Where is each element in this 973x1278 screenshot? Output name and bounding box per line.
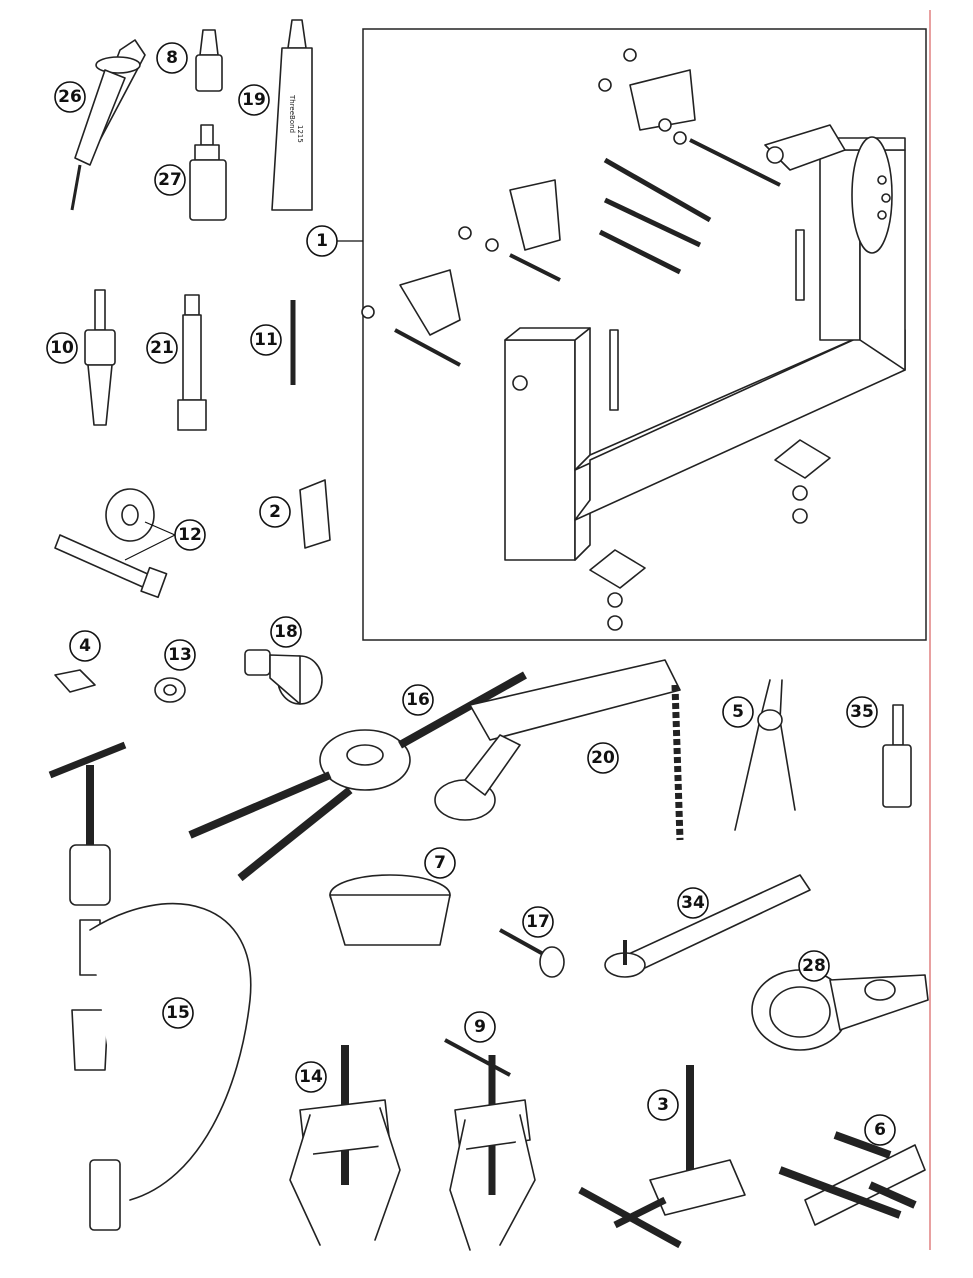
callout-20: 20 bbox=[587, 742, 619, 774]
bearing-puller-bar bbox=[778, 1131, 926, 1226]
svg-text:14: 14 bbox=[299, 1067, 323, 1087]
callout-6: 6 bbox=[864, 1114, 896, 1146]
svg-text:12: 12 bbox=[178, 525, 202, 545]
callout-12: 12 bbox=[174, 519, 206, 551]
nut-socket bbox=[154, 677, 186, 703]
flywheel-socket bbox=[244, 649, 323, 705]
callout-9: 9 bbox=[464, 1011, 496, 1043]
svg-text:27: 27 bbox=[158, 170, 182, 190]
short-pin-tool bbox=[882, 704, 912, 808]
svg-text:21: 21 bbox=[150, 338, 174, 358]
svg-text:9: 9 bbox=[474, 1017, 486, 1037]
callout-17: 17 bbox=[522, 906, 554, 938]
callout-11: 11 bbox=[250, 324, 282, 356]
svg-text:16: 16 bbox=[406, 690, 430, 710]
small-bracket bbox=[299, 479, 331, 549]
tube-code-text: 1215 bbox=[296, 125, 304, 143]
svg-text:3: 3 bbox=[657, 1095, 669, 1115]
svg-text:17: 17 bbox=[526, 912, 550, 932]
adhesive-bottle bbox=[189, 124, 227, 221]
callout-2: 2 bbox=[259, 496, 291, 528]
callout-14: 14 bbox=[295, 1061, 327, 1093]
three-jaw-puller-small bbox=[289, 1045, 401, 1246]
engine-stand-frame bbox=[362, 28, 927, 641]
callouts: 26 8 19 27 1 10 21 11 12 2 4 13 18 16 20… bbox=[46, 42, 896, 1146]
cone-sleeve bbox=[54, 669, 96, 693]
svg-text:20: 20 bbox=[591, 748, 615, 768]
callout-18: 18 bbox=[270, 616, 302, 648]
callout-28: 28 bbox=[798, 950, 830, 982]
sealant-bottle bbox=[195, 29, 223, 92]
svg-text:7: 7 bbox=[434, 853, 446, 873]
callout-26: 26 bbox=[54, 81, 86, 113]
bolt-and-spacer bbox=[54, 488, 176, 599]
svg-text:18: 18 bbox=[274, 622, 298, 642]
valve-spring-compressor bbox=[48, 741, 252, 1231]
svg-text:15: 15 bbox=[166, 1003, 190, 1023]
slide-hammer-puller bbox=[84, 289, 116, 426]
tube-brand-text: ThreeBond bbox=[288, 94, 296, 133]
spark-plug-adapter bbox=[499, 928, 565, 978]
svg-text:34: 34 bbox=[681, 893, 705, 913]
svg-text:2: 2 bbox=[269, 502, 281, 522]
piston-ring-compressor bbox=[329, 874, 451, 946]
svg-text:10: 10 bbox=[50, 338, 74, 358]
svg-text:11: 11 bbox=[254, 330, 278, 350]
callout-5: 5 bbox=[722, 696, 754, 728]
svg-text:5: 5 bbox=[732, 702, 744, 722]
crankshaft-puller bbox=[578, 1065, 746, 1249]
svg-text:26: 26 bbox=[58, 87, 82, 107]
sealant-tube: ThreeBond 1215 bbox=[271, 19, 313, 211]
svg-text:13: 13 bbox=[168, 645, 192, 665]
callout-4: 4 bbox=[69, 630, 101, 662]
svg-text:1: 1 bbox=[316, 231, 328, 251]
callout-1: 1 bbox=[306, 225, 338, 257]
svg-text:6: 6 bbox=[874, 1120, 886, 1140]
engine-stand-group bbox=[337, 28, 927, 641]
shaft-tool bbox=[177, 294, 207, 431]
callout-34: 34 bbox=[677, 887, 709, 919]
callout-10: 10 bbox=[46, 332, 78, 364]
callout-35: 35 bbox=[846, 696, 878, 728]
callout-19: 19 bbox=[238, 84, 270, 116]
callout-16: 16 bbox=[402, 684, 434, 716]
callout-15: 15 bbox=[162, 997, 194, 1029]
callout-21: 21 bbox=[146, 332, 178, 364]
svg-text:28: 28 bbox=[802, 956, 826, 976]
circlip-pliers bbox=[734, 679, 796, 831]
callout-8: 8 bbox=[156, 42, 188, 74]
svg-text:4: 4 bbox=[79, 636, 91, 656]
svg-text:35: 35 bbox=[850, 702, 874, 722]
ring-puller bbox=[188, 671, 527, 882]
svg-text:19: 19 bbox=[242, 90, 266, 110]
callout-27: 27 bbox=[154, 164, 186, 196]
three-jaw-puller bbox=[444, 1038, 536, 1251]
holding-wrench bbox=[604, 874, 811, 978]
svg-text:8: 8 bbox=[166, 48, 178, 68]
clutch-holder bbox=[751, 969, 929, 1051]
callout-3: 3 bbox=[647, 1089, 679, 1121]
syringe-tool bbox=[70, 39, 146, 211]
callout-13: 13 bbox=[164, 639, 196, 671]
callout-7: 7 bbox=[424, 847, 456, 879]
chain-holder bbox=[434, 659, 684, 841]
